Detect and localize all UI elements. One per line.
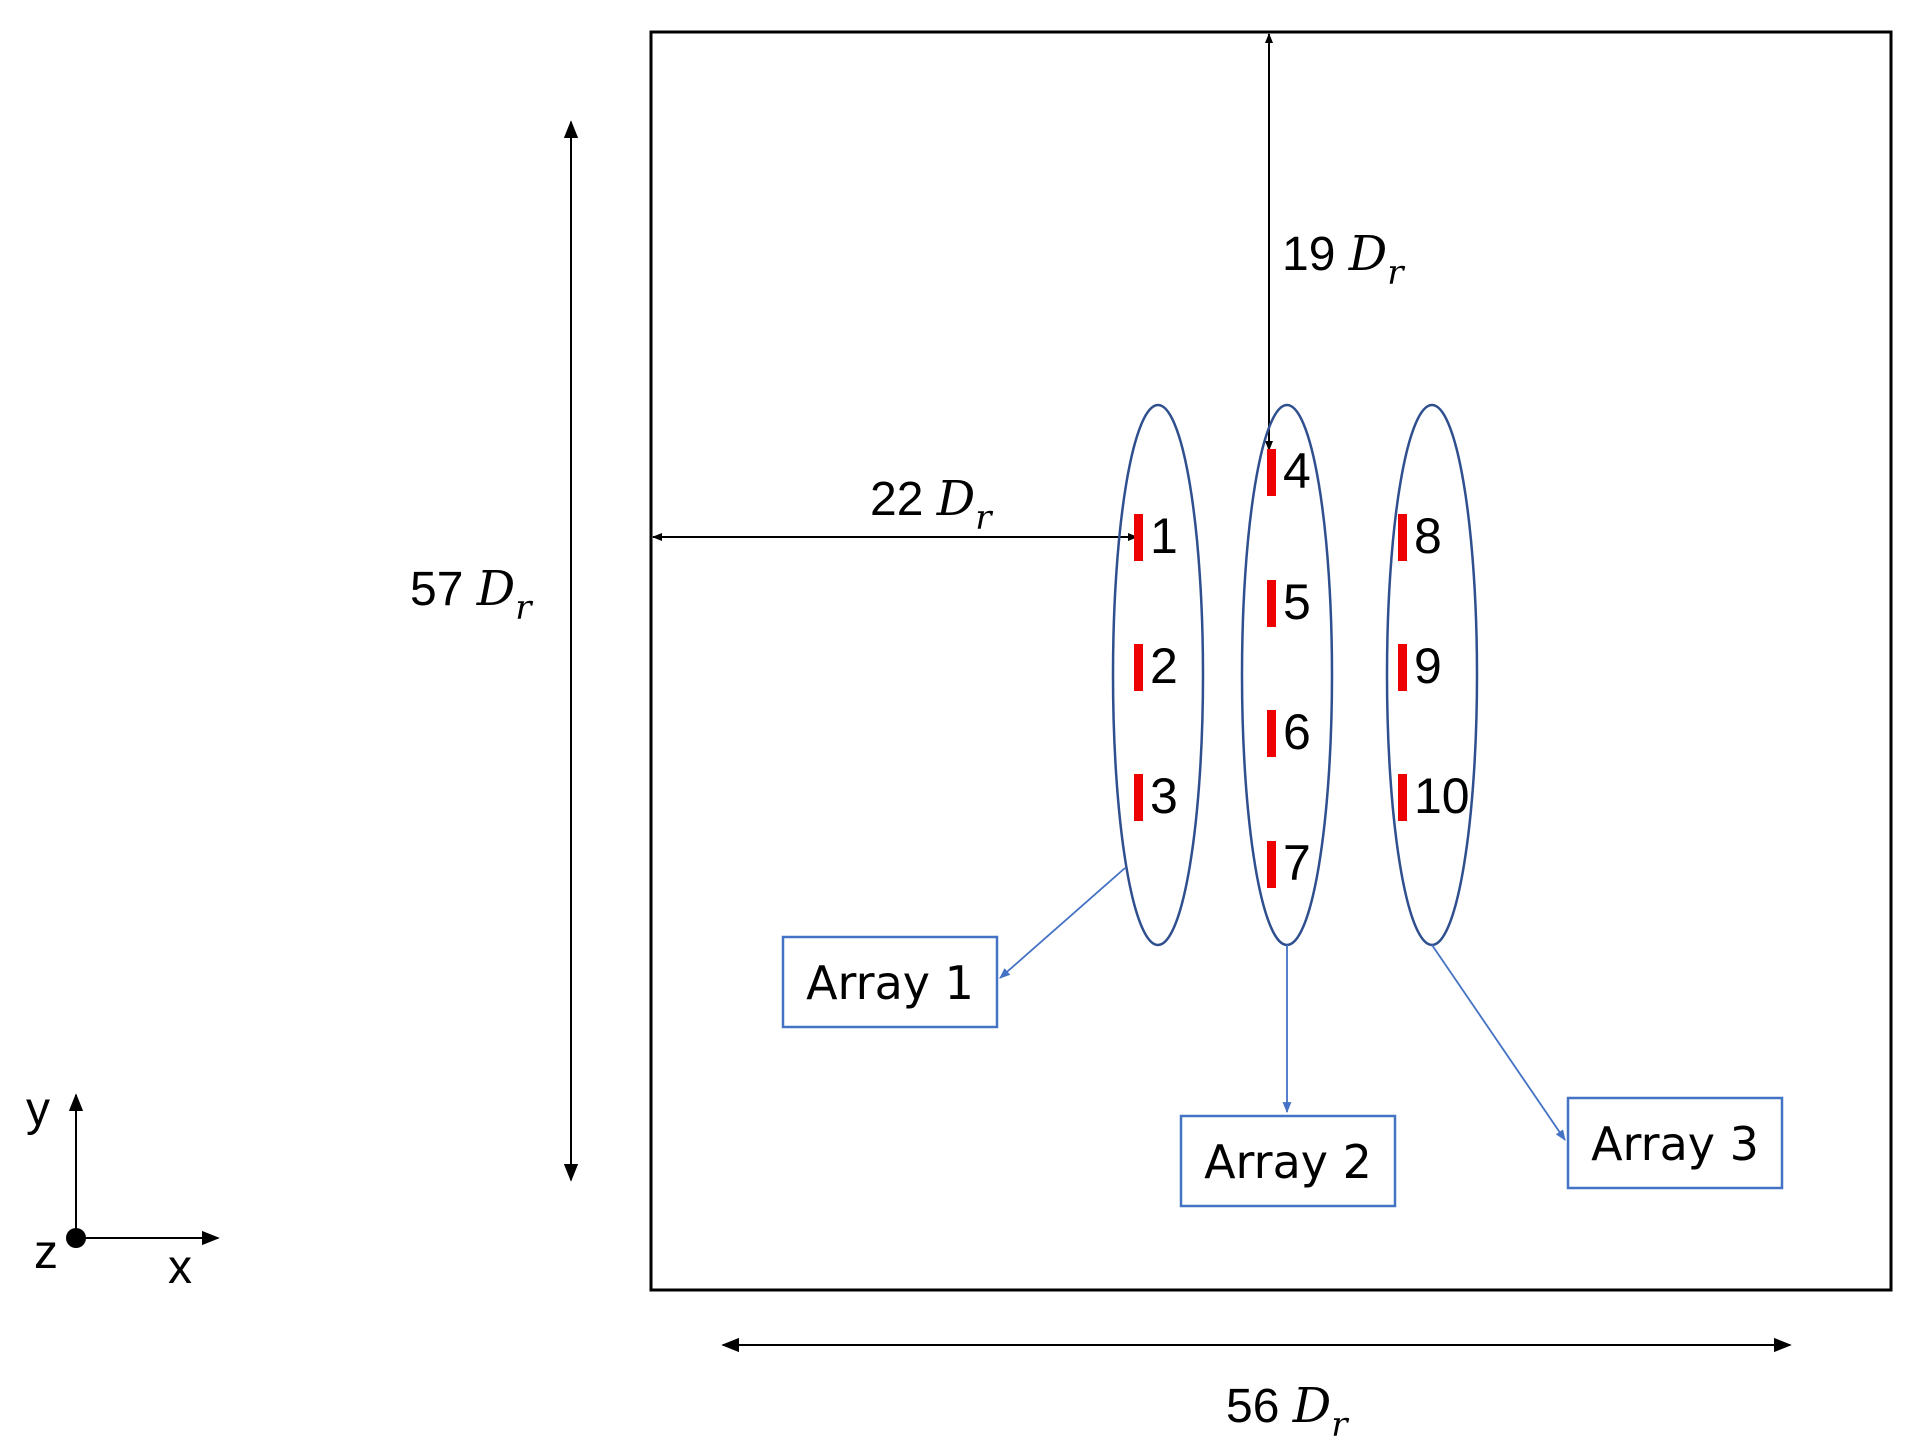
x-axis-label: x <box>168 1241 192 1294</box>
y-offset-label: 19 Dr <box>1282 226 1405 293</box>
turbine-2-label: 2 <box>1150 638 1178 694</box>
turbine-markers <box>1134 449 1407 888</box>
array-1-label: Array 1 <box>806 956 974 1010</box>
turbine-4-marker <box>1267 449 1276 496</box>
width-dimension-label: 56 Dr <box>1226 1378 1349 1445</box>
y-axis-label: y <box>26 1083 50 1136</box>
turbine-8-label: 8 <box>1414 508 1442 564</box>
turbine-3-label: 3 <box>1150 768 1178 824</box>
array-1-callout-arrow <box>999 867 1126 979</box>
turbine-1-label: 1 <box>1150 508 1178 564</box>
array-1-box: Array 1 <box>781 935 999 1029</box>
turbine-3-marker <box>1134 774 1143 821</box>
coordinate-axes: y x z <box>26 1083 220 1294</box>
height-dimension-label: 57 Dr <box>410 561 533 628</box>
turbine-7-marker <box>1267 841 1276 888</box>
array-2-label: Array 2 <box>1204 1135 1372 1189</box>
array-1-ellipse <box>1111 403 1205 947</box>
array-3-box: Array 3 <box>1566 1096 1784 1190</box>
turbine-1-marker <box>1134 514 1143 561</box>
turbine-9-marker <box>1398 644 1407 691</box>
turbine-2-marker <box>1134 644 1143 691</box>
array-3-callout-arrow <box>1431 944 1566 1141</box>
array-3-label: Array 3 <box>1591 1117 1759 1171</box>
z-axis-dot <box>66 1228 86 1248</box>
domain-box <box>649 30 1893 1292</box>
turbine-8-marker <box>1398 514 1407 561</box>
turbine-10-label: 10 <box>1414 768 1470 824</box>
z-axis-label: z <box>34 1226 58 1279</box>
turbine-7-label: 7 <box>1283 835 1311 891</box>
turbine-6-marker <box>1267 710 1276 757</box>
turbine-10-marker <box>1398 774 1407 821</box>
turbine-4-label: 4 <box>1283 443 1311 499</box>
turbine-9-label: 9 <box>1414 638 1442 694</box>
turbine-5-label: 5 <box>1283 574 1311 630</box>
turbine-5-marker <box>1267 580 1276 627</box>
turbine-6-label: 6 <box>1283 704 1311 760</box>
x-offset-label: 22 Dr <box>870 471 993 538</box>
array-2-box: Array 2 <box>1179 1114 1397 1208</box>
